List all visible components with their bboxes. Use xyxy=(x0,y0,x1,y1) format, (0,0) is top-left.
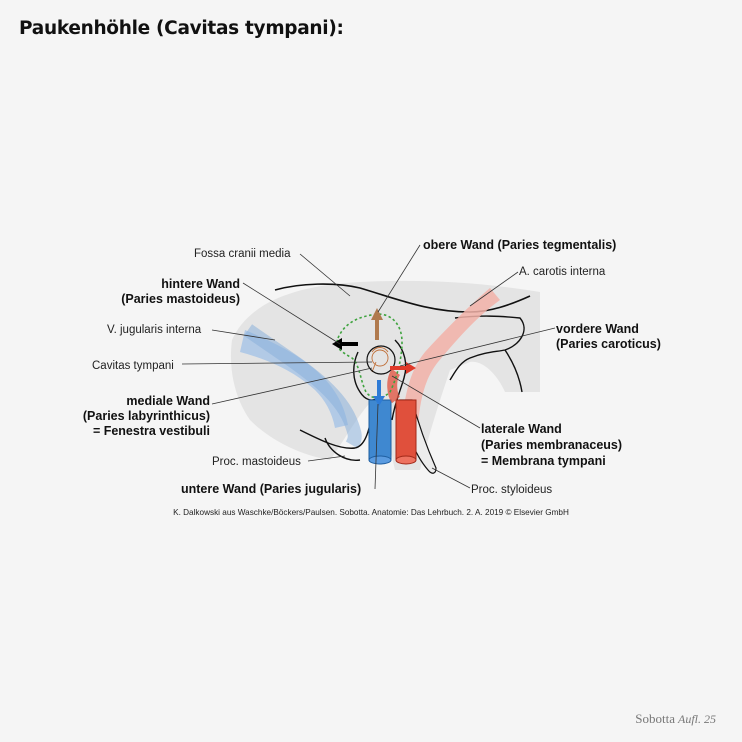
fossa-ridge xyxy=(274,283,531,313)
brand-edition: Aufl. 25 xyxy=(678,712,716,726)
label-hintere-wand: hintere Wand xyxy=(161,277,240,291)
label-mediale-wand-latin: (Paries labyrinthicus) xyxy=(82,409,210,423)
label-fossa-cranii-media: Fossa cranii media xyxy=(194,248,291,260)
label-obere-wand: obere Wand (Paries tegmentalis) xyxy=(423,238,617,252)
label-mediale-wand: mediale Wand xyxy=(126,394,210,408)
arteria-tube xyxy=(395,399,417,461)
arrow-down xyxy=(373,380,385,406)
label-a-carotis-interna: A. carotis interna xyxy=(519,266,606,278)
figure-credit: K. Dalkowski aus Waschke/Böckers/Paulsen… xyxy=(173,508,569,517)
ossicles xyxy=(371,347,389,373)
label-laterale-wand-membrana: = Membrana tympani xyxy=(481,454,606,468)
label-proc-mastoideus: Proc. mastoideus xyxy=(212,456,301,468)
page-title: Paukenhöhle (Cavitas tympani): xyxy=(19,18,344,39)
label-vordere-wand: vordere Wand xyxy=(556,322,639,336)
label-laterale-wand: laterale Wand xyxy=(481,422,562,436)
brand-name: Sobotta xyxy=(635,711,675,726)
label-proc-styloideus: Proc. styloideus xyxy=(471,484,553,496)
cavitas-tympani-outline xyxy=(336,313,403,399)
label-vordere-wand-latin: (Paries caroticus) xyxy=(556,337,661,351)
arrow-right xyxy=(390,362,416,374)
vena-jugularis-band xyxy=(240,330,348,428)
vena-tube xyxy=(368,399,392,461)
label-laterale-wand-latin: (Paries membranaceus) xyxy=(481,438,623,452)
label-cavitas-tympani: Cavitas tympani xyxy=(92,360,174,372)
label-mediale-wand-fenestra: = Fenestra vestibuli xyxy=(92,424,210,438)
label-v-jugularis-interna: V. jugularis interna xyxy=(107,324,202,336)
label-hintere-wand-latin: (Paries mastoideus) xyxy=(121,292,240,306)
leader-lines xyxy=(181,244,556,490)
processus-mastoideus xyxy=(324,437,361,461)
arrow-left xyxy=(332,338,358,350)
label-untere-wand: untere Wand (Paries jugularis) xyxy=(181,482,362,496)
arrow-up xyxy=(371,308,383,340)
